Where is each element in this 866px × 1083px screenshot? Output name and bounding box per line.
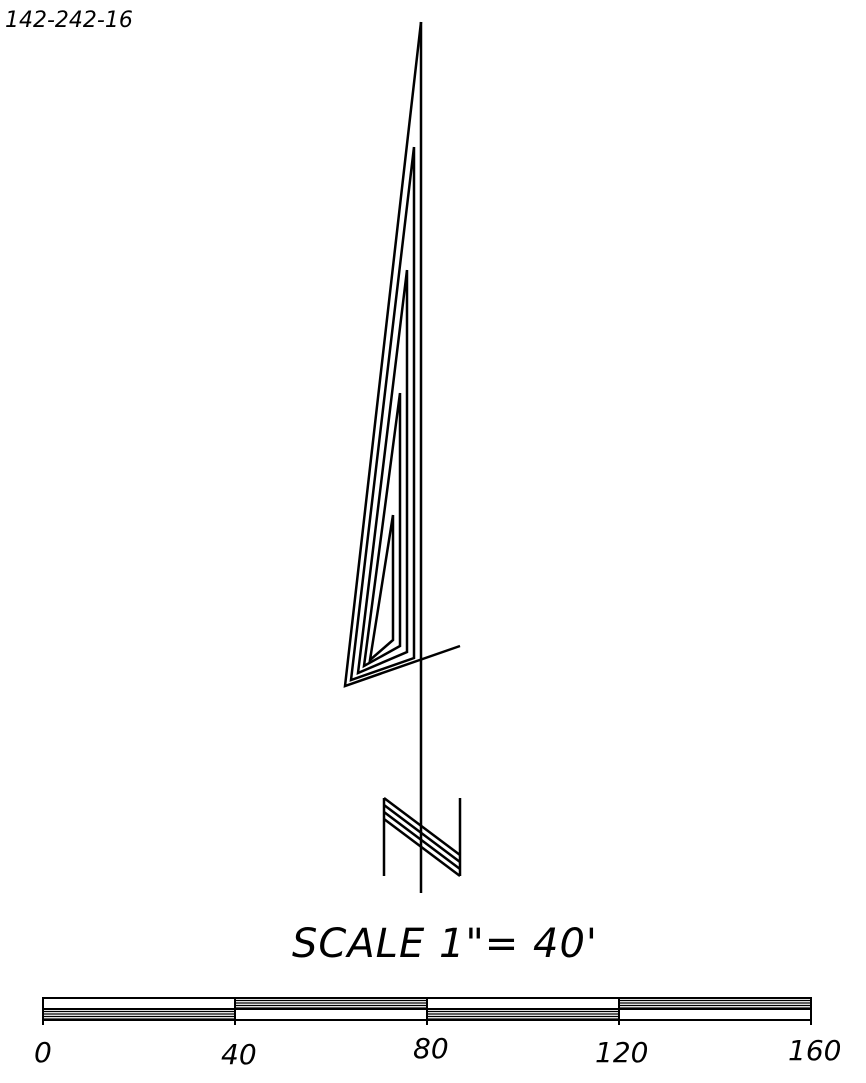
north-arrow-head-ring-3 xyxy=(362,392,402,669)
north-arrow-head-ring-2 xyxy=(356,269,409,676)
north-arrow-head-outer xyxy=(343,21,461,688)
sheet-id: 142-242-16 xyxy=(5,8,133,33)
scale-tick-label-160: 160 xyxy=(788,1034,841,1067)
scale-tick-label-0: 0 xyxy=(34,1036,52,1069)
north-arrow-icon xyxy=(343,21,461,893)
scale-tick-label-40: 40 xyxy=(221,1038,257,1071)
scale-bar-segment-120-160 xyxy=(619,999,811,1009)
scale-bar xyxy=(42,997,812,1025)
scale-tick-label-120: 120 xyxy=(595,1036,648,1069)
north-letter-n xyxy=(382,797,462,877)
scale-title: SCALE 1"= 40' xyxy=(292,921,598,967)
scale-tick-label-80: 80 xyxy=(413,1032,449,1065)
scale-bar-segment-0-40 xyxy=(43,1010,235,1020)
north-arrow-head-ring-1 xyxy=(349,146,416,682)
scale-bar-segment-80-120 xyxy=(427,1010,619,1020)
scale-bar-segment-40-80 xyxy=(235,999,427,1009)
north-arrow-head-ring-4 xyxy=(368,514,395,664)
scale-tick-labels: 0 40 80 120 160 xyxy=(34,1032,841,1071)
